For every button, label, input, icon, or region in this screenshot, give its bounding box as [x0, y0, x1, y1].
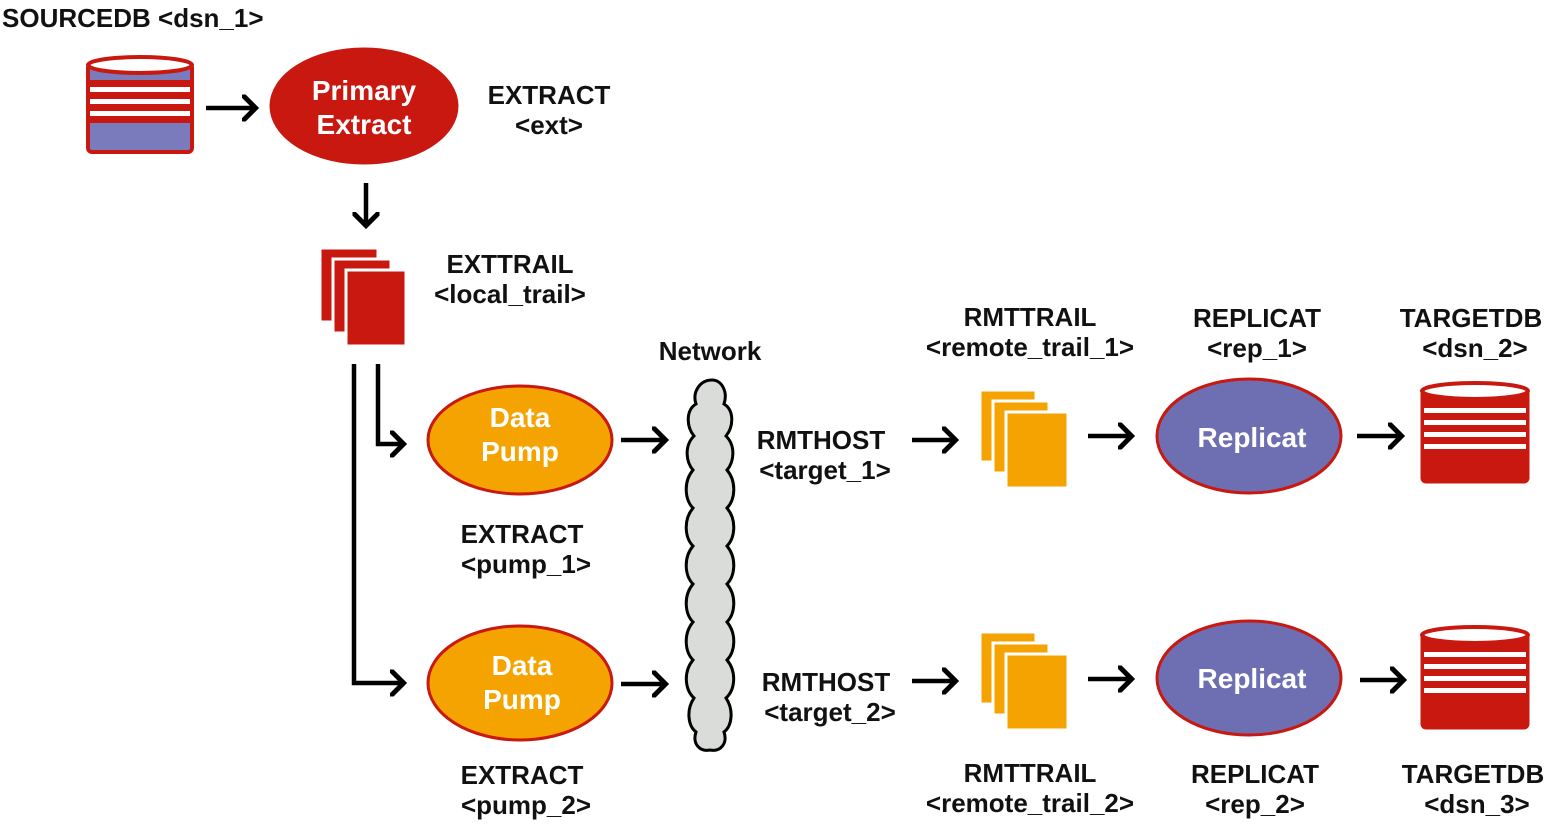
pump1-text-1: Data: [490, 402, 551, 433]
targetdb2-label-1: TARGETDB: [1400, 303, 1543, 333]
replicat-2-node: Replicat: [1155, 619, 1343, 737]
remote-trail-1-files-icon: [978, 388, 1070, 490]
targetdb3-label-2: <dsn_3>: [1424, 789, 1530, 819]
replicat1-label-1: REPLICAT: [1193, 303, 1321, 333]
sourcedb-label: SOURCEDB <dsn_1>: [2, 3, 264, 33]
pump2-text-1: Data: [492, 650, 553, 681]
rmttrail2-label-1: RMTTRAIL: [964, 758, 1097, 788]
pump1-extract-label-2: <pump_1>: [461, 549, 591, 579]
network-cloud-icon: [684, 378, 736, 752]
replicat-1-node: Replicat: [1155, 377, 1343, 495]
exttrail-label-2: <local_trail>: [434, 279, 586, 309]
replicat1-label-2: <rep_1>: [1207, 333, 1307, 363]
rmttrail1-label-2: <remote_trail_1>: [926, 332, 1134, 362]
pump1-extract-label-1: EXTRACT: [461, 519, 584, 549]
extract-ext-label-1: EXTRACT: [488, 80, 611, 110]
rmttrail1-label-1: RMTTRAIL: [964, 302, 1097, 332]
replicat2-label-1: REPLICAT: [1191, 759, 1319, 789]
data-pump-1-node: Data Pump: [426, 384, 614, 496]
replicat2-text: Replicat: [1198, 663, 1307, 694]
target-database-3-icon: [1420, 625, 1530, 730]
exttrail-label-1: EXTTRAIL: [446, 249, 573, 279]
replicat1-text: Replicat: [1198, 422, 1307, 453]
primary-extract-node: Primary Extract: [269, 47, 459, 165]
pump2-extract-label-2: <pump_2>: [461, 790, 591, 820]
arrow-trail-to-pump2: [351, 364, 400, 683]
rmttrail2-label-2: <remote_trail_2>: [926, 788, 1134, 818]
pump2-text-2: Pump: [483, 684, 561, 715]
data-pump-2-node: Data Pump: [426, 624, 614, 742]
remote-trail-2-files-icon: [978, 630, 1070, 732]
replicat2-label-2: <rep_2>: [1205, 789, 1305, 819]
rmthost1-label-2: <target_1>: [759, 455, 891, 485]
pump2-extract-label-1: EXTRACT: [461, 760, 584, 790]
rmthost2-label-1: RMTHOST: [762, 667, 891, 697]
primary-extract-text-1: Primary: [312, 75, 417, 106]
targetdb2-label-2: <dsn_2>: [1422, 333, 1528, 363]
pump1-text-2: Pump: [481, 436, 559, 467]
rmthost2-label-2: <target_2>: [764, 697, 896, 727]
arrow-trail-to-pump1: [375, 364, 400, 444]
source-database-icon: [86, 55, 194, 154]
extract-ext-label-2: <ext>: [515, 110, 583, 140]
primary-extract-text-2: Extract: [317, 109, 412, 140]
targetdb3-label-1: TARGETDB: [1402, 759, 1545, 789]
rmthost1-label-1: RMTHOST: [757, 425, 886, 455]
network-label: Network: [659, 336, 762, 366]
target-database-2-icon: [1420, 381, 1530, 484]
local-trail-files-icon: [318, 246, 408, 348]
